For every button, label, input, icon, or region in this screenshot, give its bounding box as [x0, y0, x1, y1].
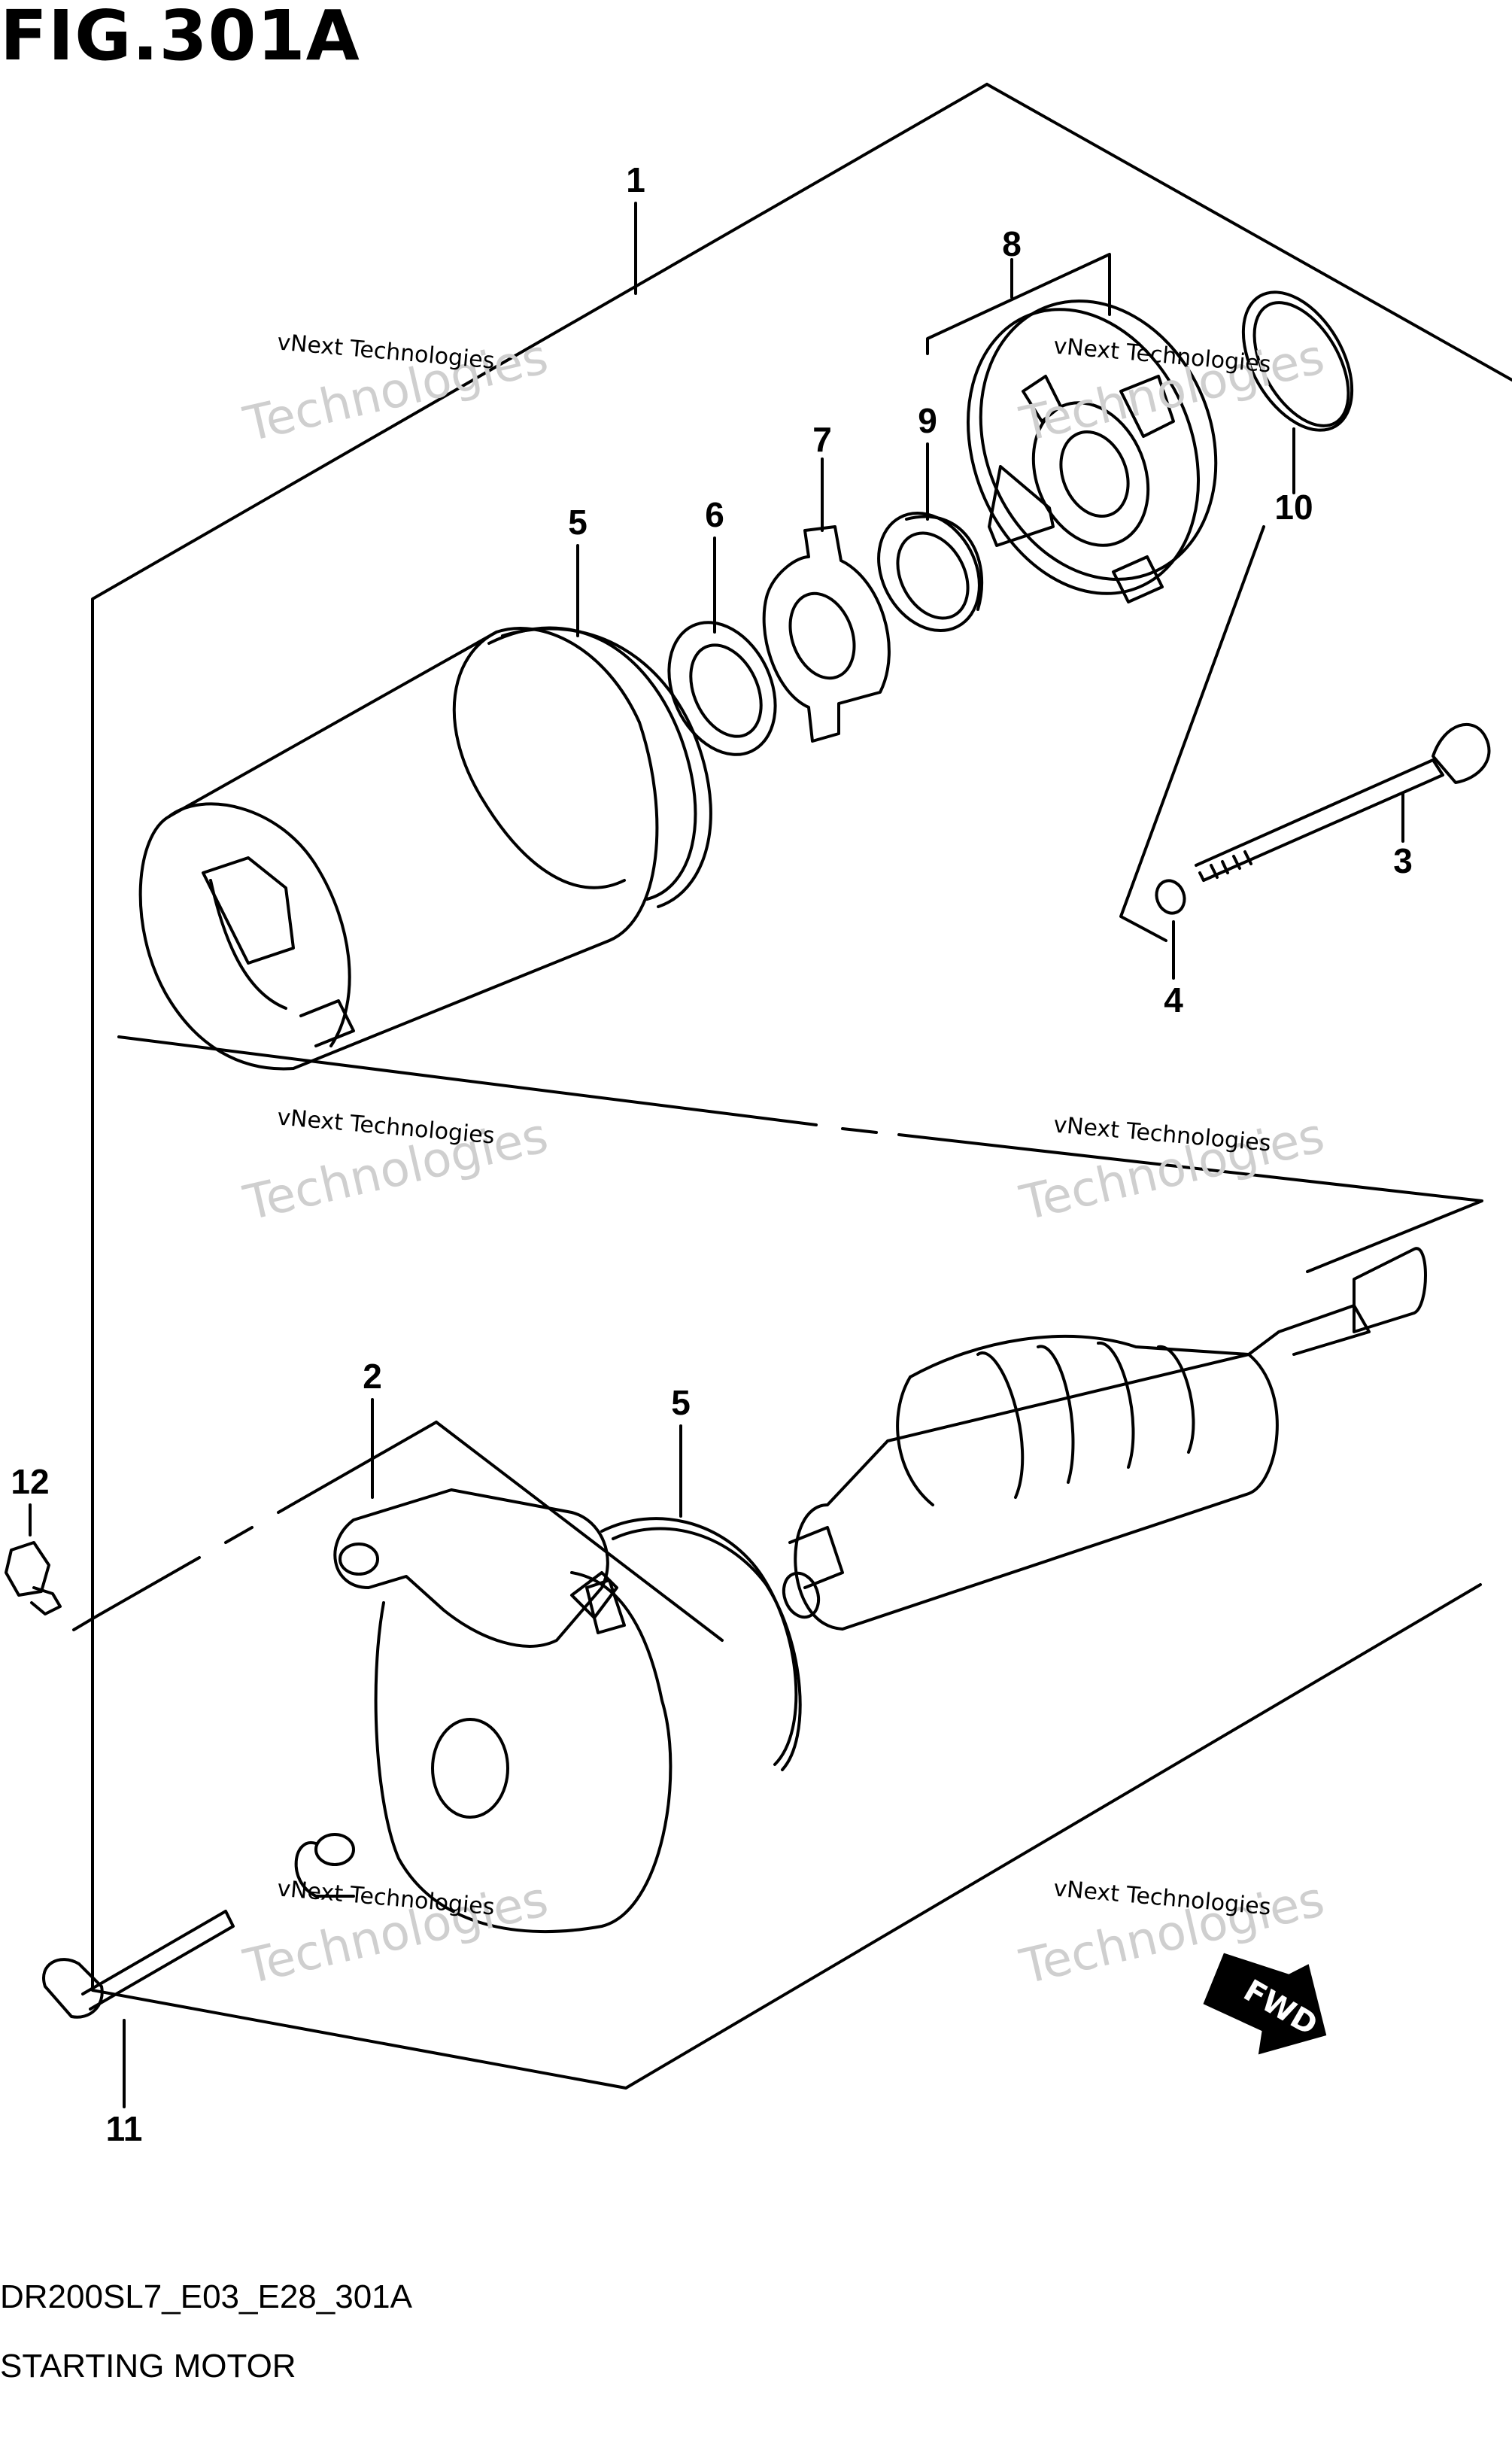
- callout-5-lower: 5: [671, 1383, 691, 1422]
- front-cover-2: [294, 1488, 673, 1934]
- callout-2: 2: [363, 1357, 382, 1396]
- group-bracket-8: [926, 253, 1111, 355]
- callout-11: 11: [106, 2109, 143, 2148]
- assembly-split-line: [117, 1035, 818, 1126]
- through-bolt-3: [1195, 722, 1491, 882]
- lower-section-left: [277, 1421, 438, 1514]
- washer-4: [1155, 879, 1186, 915]
- callout-3: 3: [1393, 841, 1413, 880]
- plate-7: [762, 525, 891, 743]
- oil-seal-9: [877, 511, 984, 633]
- assembly-split-line-dash: [841, 1127, 878, 1134]
- lower-section-dash-2: [72, 1556, 201, 1631]
- callout-5-upper: 5: [568, 503, 587, 542]
- group-bracket-3-4: [1119, 525, 1265, 942]
- assembly-split-line-2: [897, 1133, 1483, 1273]
- diagram-title: STARTING MOTOR: [0, 2348, 296, 2384]
- washer-6: [667, 621, 777, 756]
- callout-10: 10: [1274, 488, 1313, 527]
- assembly-outline-left: [91, 83, 1482, 2090]
- yoke-housing: [138, 627, 659, 1071]
- callout-4: 4: [1164, 980, 1183, 1020]
- bolt-11: [42, 1910, 235, 2019]
- armature: [782, 1247, 1427, 1631]
- callout-12: 12: [11, 1462, 49, 1501]
- nut-12: [5, 1541, 62, 1615]
- figure-title: FIG.301A: [0, 0, 360, 76]
- fwd-arrow-icon: FWD: [1203, 1953, 1327, 2055]
- o-ring-5-upper: [487, 626, 712, 908]
- callout-9: 9: [918, 401, 937, 440]
- callout-7: 7: [812, 420, 832, 459]
- o-ring-10: [1241, 290, 1354, 432]
- diagram-code: DR200SL7_E03_E28_301A: [0, 2278, 413, 2315]
- lower-section-dash: [224, 1526, 254, 1544]
- callout-8: 8: [1002, 224, 1022, 263]
- lower-section-outline: [435, 1421, 724, 1642]
- callout-1: 1: [626, 160, 645, 199]
- o-ring-5-lower: [600, 1517, 802, 1771]
- assembly-outline: [985, 83, 1512, 381]
- callout-6: 6: [705, 495, 724, 534]
- end-cover-8: [966, 299, 1218, 603]
